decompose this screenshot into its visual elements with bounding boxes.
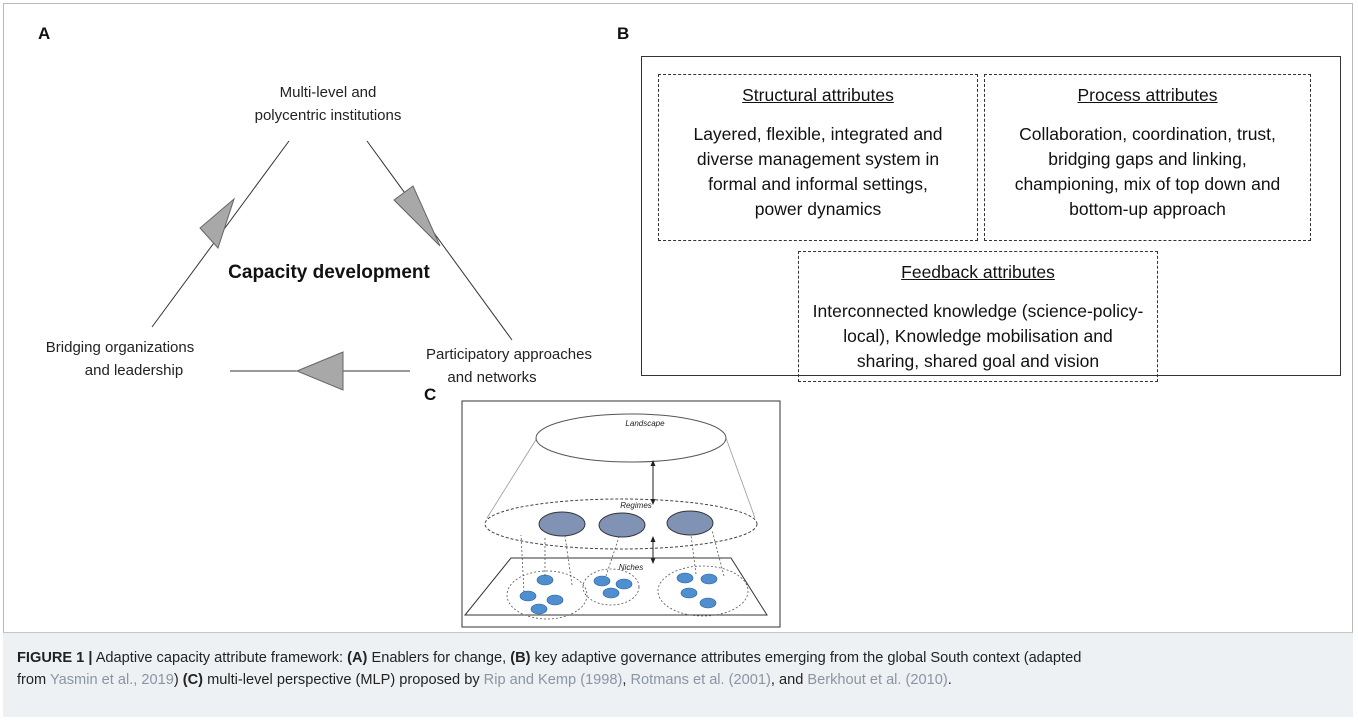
arrow-down-icon	[650, 558, 656, 564]
process-attributes-box: Process attributes Collaboration, coordi…	[984, 74, 1311, 241]
landscape-label: Landscape	[625, 419, 665, 428]
niche-dot	[615, 578, 633, 590]
structural-heading: Structural attributes	[742, 85, 894, 105]
caption-text: , and	[770, 672, 808, 688]
arrowhead-right	[393, 185, 441, 247]
niche-dot	[699, 597, 717, 609]
caption-text: key adaptive governance attributes emerg…	[530, 650, 1082, 666]
panel-c-diagram: Landscape Regimes Niches	[461, 400, 781, 628]
cone-right	[725, 437, 756, 519]
panel-b-label: B	[617, 24, 630, 43]
arrowhead-left	[199, 197, 236, 249]
regimes-ellipse	[484, 498, 758, 550]
structural-line: power dynamics	[754, 199, 882, 219]
process-heading: Process attributes	[1077, 85, 1218, 105]
landscape-ellipse	[535, 413, 727, 463]
niche-dot	[530, 603, 548, 615]
process-line: championing, mix of top down and	[1014, 174, 1281, 194]
cone-left	[486, 437, 538, 519]
arrowhead-bottom	[295, 351, 344, 391]
niche-dot	[602, 587, 620, 599]
citation-link[interactable]: Berkhout et al. (2010)	[807, 672, 948, 688]
niche-dot	[536, 574, 554, 586]
niches-plane	[463, 557, 768, 616]
niche-dot	[546, 594, 564, 606]
caption-text: ,	[622, 672, 631, 688]
regime-node	[598, 512, 646, 538]
caption-marker-a: (A)	[347, 650, 368, 666]
regimes-label: Regimes	[620, 501, 652, 510]
figure-caption: FIGURE 1 | Adaptive capacity attribute f…	[3, 632, 1353, 717]
feedback-attributes-box: Feedback attributes Interconnected knowl…	[798, 251, 1158, 382]
process-line: Collaboration, coordination, trust,	[1019, 124, 1276, 144]
feedback-heading: Feedback attributes	[901, 262, 1055, 282]
caption-text: Enablers for change,	[367, 650, 511, 666]
panel-b-box	[641, 56, 1341, 376]
citation-link[interactable]: Rip and Kemp (1998)	[483, 672, 623, 688]
caption-text: multi-level perspective (MLP) proposed b…	[203, 672, 484, 688]
regime-node	[666, 510, 714, 536]
node-top-line2: polycentric institutions	[255, 107, 402, 124]
arrow-up-icon	[650, 536, 656, 542]
panel-a-diagram: Multi-level and polycentric institutions…	[46, 84, 592, 391]
structural-line: Layered, flexible, integrated and	[693, 124, 943, 144]
niche-dot	[676, 572, 694, 584]
node-right-line1: Participatory approaches	[426, 346, 592, 363]
citation-link[interactable]: Yasmin et al., 2019	[49, 672, 174, 688]
feedback-line: local), Knowledge mobilisation and	[843, 326, 1113, 346]
caption-figure-label: FIGURE 1 |	[17, 650, 93, 666]
niche-group	[582, 568, 640, 606]
caption-text: Adaptive capacity attribute framework:	[92, 650, 348, 666]
process-line: bridging gaps and linking,	[1048, 149, 1247, 169]
feedback-line: sharing, shared goal and vision	[856, 351, 1100, 371]
niches-label: Niches	[619, 563, 643, 572]
caption-text: )	[173, 672, 183, 688]
niche-dot	[680, 587, 698, 599]
caption-text: .	[947, 672, 952, 688]
niche-dot	[700, 573, 718, 585]
arrow-up-icon	[650, 460, 656, 466]
node-right-line2: and networks	[447, 369, 536, 386]
structural-line: formal and informal settings,	[708, 174, 928, 194]
process-line: bottom-up approach	[1069, 199, 1226, 219]
node-left-line2: and leadership	[85, 362, 183, 379]
caption-marker-b: (B)	[510, 650, 531, 666]
caption-marker-c: (C)	[182, 672, 204, 688]
citation-link[interactable]: Rotmans et al. (2001)	[630, 672, 771, 688]
regime-node	[538, 511, 586, 537]
niche-dot	[519, 590, 537, 602]
niche-dot	[593, 575, 611, 587]
structural-attributes-box: Structural attributes Layered, flexible,…	[658, 74, 978, 241]
center-label: Capacity development	[228, 262, 430, 283]
caption-text: from	[17, 672, 50, 688]
edge-right	[366, 140, 513, 341]
node-left-line1: Bridging organizations	[46, 339, 194, 356]
node-top-line1: Multi-level and	[280, 84, 377, 101]
niche-group	[657, 565, 749, 617]
structural-line: diverse management system in	[696, 149, 940, 169]
panel-a-label: A	[38, 24, 51, 43]
feedback-line: Interconnected knowledge (science-policy…	[812, 301, 1144, 321]
niche-group	[506, 570, 588, 620]
panel-c-label: C	[424, 385, 437, 404]
arrow-down-icon	[650, 499, 656, 505]
niche-regime-links	[520, 529, 725, 593]
